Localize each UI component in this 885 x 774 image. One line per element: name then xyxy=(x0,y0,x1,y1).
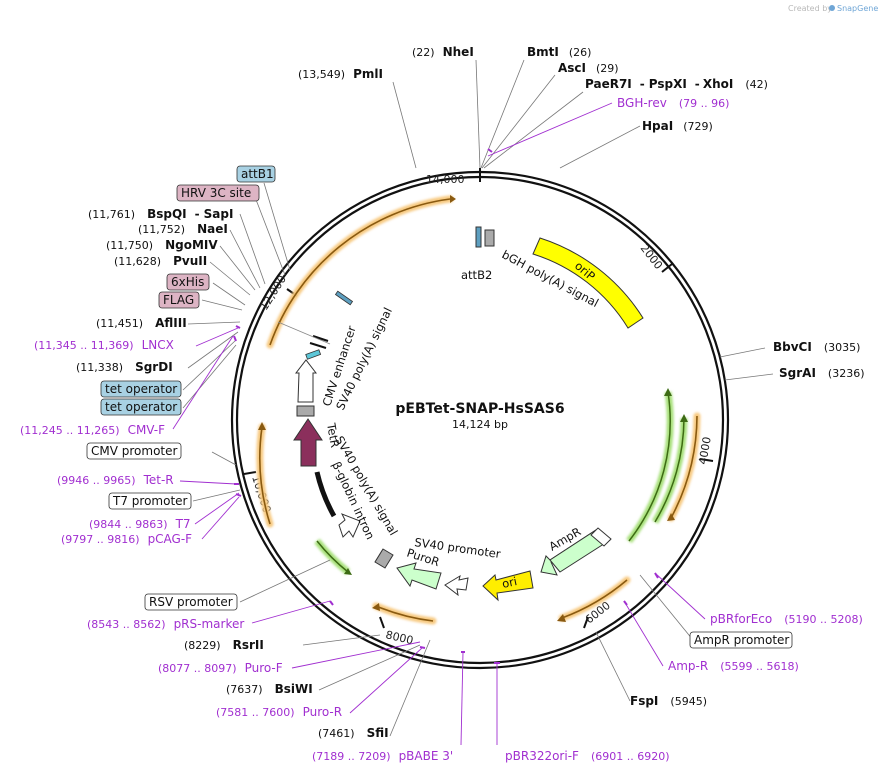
plasmid-size: 14,124 bp xyxy=(452,418,508,431)
box-rsv-promoter: RSV promoter xyxy=(144,593,238,611)
box-t7-promoter: T7 promoter xyxy=(108,492,192,510)
primer-pbabe-3: (7189 .. 7209)pBABE 3' xyxy=(312,749,453,763)
site-leader-lines xyxy=(182,59,774,737)
svg-text:FLAG: FLAG xyxy=(163,293,194,307)
site-hpai: HpaI(729) xyxy=(642,119,713,133)
primer-labels: BGH-rev(79 .. 96) pBRforEco(5190 .. 5208… xyxy=(20,96,863,763)
tetR-feature: TetR xyxy=(293,418,342,467)
svg-text:tet operator: tet operator xyxy=(105,400,177,414)
svg-text:tet operator: tet operator xyxy=(105,382,177,396)
site-asci: AscI(29) xyxy=(558,61,619,75)
sv40-polya-inner-feature: SV40 poly(A) signal xyxy=(332,434,401,569)
site-pvuii: (11,628)PvuII xyxy=(114,254,207,268)
box-hrv-3c-site: HRV 3C site xyxy=(176,184,260,202)
green-feature-arcs xyxy=(314,388,688,575)
site-sgrai: SgrAI(3236) xyxy=(779,366,864,380)
primer-lncx: (11,345 .. 11,369)LNCX xyxy=(34,338,174,352)
site-ngomiv: (11,750)NgoMIV xyxy=(106,238,218,252)
site-bsiwi: (7637)BsiWI xyxy=(226,682,313,696)
primer-pbr322ori-f: pBR322ori-F(6901 .. 6920) xyxy=(505,749,670,763)
ori-feature: ori xyxy=(482,570,534,602)
cloning-region-marks xyxy=(277,290,354,345)
primer-puro-r: (7581 .. 7600)Puro-R xyxy=(216,705,342,719)
orange-feature-arcs xyxy=(256,195,701,625)
site-sgrdi: (11,338)SgrDI xyxy=(76,360,173,374)
boxed-labels: attB1 HRV 3C site 6xHis FLAG tet operato… xyxy=(86,165,793,649)
svg-text:T7 promoter: T7 promoter xyxy=(112,494,188,508)
primer-prs-marker: (8543 .. 8562)pRS-marker xyxy=(87,617,244,631)
svg-text:HRV 3C site: HRV 3C site xyxy=(181,186,251,200)
box-tet-operator-2: tet operator xyxy=(100,398,182,416)
site-nhei: (22)NheI xyxy=(412,45,474,59)
site-paer7i-pspxi-xhoi: PaeR7I-PspXI-XhoI(42) xyxy=(585,77,768,91)
site-bmti: BmtI(26) xyxy=(527,45,591,59)
box-flag: FLAG xyxy=(158,291,200,309)
primer-bgh-rev: BGH-rev(79 .. 96) xyxy=(617,96,729,110)
primer-ticks xyxy=(233,148,659,664)
primer-cmv-f: (11,245 .. 11,265)CMV-F xyxy=(20,423,165,437)
box-tet-operator-1: tet operator xyxy=(100,380,182,398)
tick-label: 4000 xyxy=(696,436,714,466)
snapgene-logo-icon xyxy=(829,5,835,11)
site-bspqi-sapi: (11,761)BspQI-SapI xyxy=(88,207,233,221)
ampR-feature: AmpR xyxy=(540,524,612,576)
site-rsrii: (8229)RsrII xyxy=(184,638,264,652)
primer-amp-r: Amp-R(5599 .. 5618) xyxy=(668,659,799,673)
box-cmv-promoter: CMV promoter xyxy=(86,442,182,460)
site-afliii: (11,451)AflIII xyxy=(96,316,187,330)
svg-text:attB1: attB1 xyxy=(241,167,274,181)
svg-text:RSV promoter: RSV promoter xyxy=(149,595,233,609)
tick-label: 8000 xyxy=(384,628,414,647)
tetR-label: TetR xyxy=(324,421,342,449)
svg-text:AmpR promoter: AmpR promoter xyxy=(694,633,789,647)
attB2-label: attB2 xyxy=(461,268,492,282)
cmv-feature: CMV enhancer SV40 poly(A) signal xyxy=(294,305,395,417)
site-sfii: (7461)SfiI xyxy=(318,726,389,740)
primer-tet-r: (9946 .. 9965)Tet-R xyxy=(57,473,174,487)
site-naei: (11,752)NaeI xyxy=(138,222,228,236)
primer-pbrforeco: pBRforEco(5190 .. 5208) xyxy=(710,612,863,626)
box-ampr-promoter: AmpR promoter xyxy=(689,631,793,649)
primer-leader-lines xyxy=(172,102,706,746)
svg-text:6xHis: 6xHis xyxy=(171,275,204,289)
site-labels: (22)NheI BmtI(26) AscI(29) PaeR7I-PspXI-… xyxy=(76,45,864,740)
site-fspi: FspI(5945) xyxy=(630,694,707,708)
svg-text:CMV promoter: CMV promoter xyxy=(91,444,178,458)
credit-prefix: Created by xyxy=(788,4,832,13)
primer-pcag-f: (9797 .. 9816)pCAG-F xyxy=(61,532,192,546)
site-bbvci: BbvCI(3035) xyxy=(773,340,860,354)
plasmid-name: pEBTet-SNAP-HsSAS6 xyxy=(395,401,564,417)
puroR-feature: PuroR xyxy=(396,546,442,590)
primer-t7: (9844 .. 9863)T7 xyxy=(89,517,191,531)
box-6xhis: 6xHis xyxy=(166,273,210,291)
site-pmli: (13,549)PmlI xyxy=(298,67,383,81)
ori-label: ori xyxy=(501,574,519,591)
tick-label: 14,000 xyxy=(426,173,465,186)
box-attb1: attB1 xyxy=(236,165,276,183)
position-ticks xyxy=(243,168,714,629)
primer-puro-f: (8077 .. 8097)Puro-F xyxy=(158,661,283,675)
credit-brand: SnapGene xyxy=(837,4,878,13)
